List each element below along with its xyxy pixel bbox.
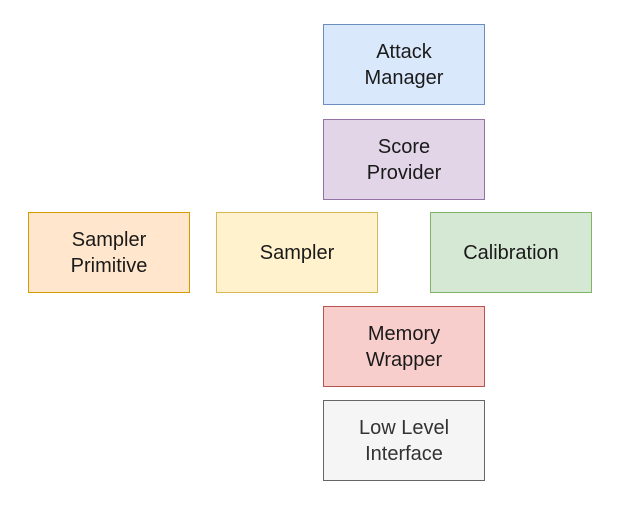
sampler-primitive-label: Sampler Primitive [70,228,148,277]
sampler-primitive-box: Sampler Primitive [28,212,190,293]
attack-manager-label: Attack Manager [364,40,444,89]
memory-wrapper-box: Memory Wrapper [323,306,485,387]
sampler-box: Sampler [216,212,378,293]
score-provider-label: Score Provider [366,135,442,184]
memory-wrapper-label: Memory Wrapper [365,322,443,371]
calibration-label: Calibration [463,241,559,264]
calibration-box: Calibration [430,212,592,293]
low-level-interface-label: Low Level Interface [358,416,450,465]
low-level-interface-box: Low Level Interface [323,400,485,481]
sampler-label: Sampler [259,241,335,264]
score-provider-box: Score Provider [323,119,485,200]
attack-manager-box: Attack Manager [323,24,485,105]
